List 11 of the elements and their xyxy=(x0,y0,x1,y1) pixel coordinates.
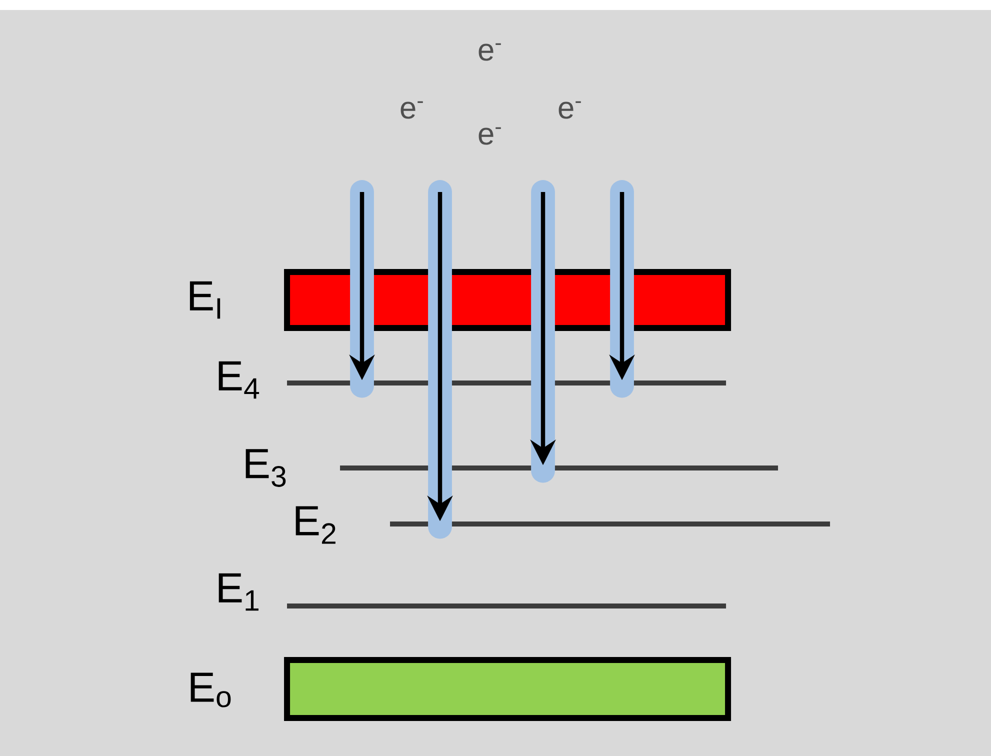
electron-label: e$^{-}$ xyxy=(478,127,501,145)
level-label: E$_{1}$ xyxy=(218,573,258,611)
level-label: E$_{I}$ xyxy=(190,281,220,319)
level-label: E$_{4}$ xyxy=(218,361,260,399)
level-label: E$_{o}$ xyxy=(190,672,231,708)
energy-band xyxy=(284,657,732,722)
level-label: E$_{2}$ xyxy=(296,506,336,544)
electron-label: e$^{-}$ xyxy=(558,101,581,119)
electron-label: e$^{-}$ xyxy=(478,43,501,61)
electron-label: e$^{-}$ xyxy=(400,101,423,119)
level-label: E$_{3}$ xyxy=(246,449,286,487)
